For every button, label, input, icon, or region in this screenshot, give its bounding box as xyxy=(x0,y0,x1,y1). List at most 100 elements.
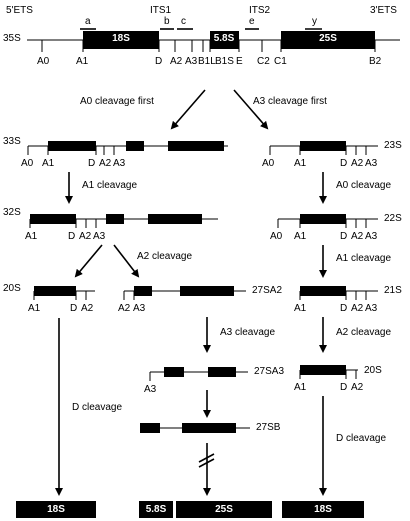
site-a3-label: A3 xyxy=(365,231,378,242)
site-a0-label: A0 xyxy=(270,231,283,242)
step-a2-cleavage-right-label: A2 cleavage xyxy=(336,327,391,338)
precursor-33s: 33S A0 A1 D A2 A3 xyxy=(3,136,228,169)
site-a2-label: A2 xyxy=(99,158,112,169)
step-a0-first-label: A0 cleavage first xyxy=(80,96,154,107)
site-a3-label: A3 xyxy=(365,158,378,169)
precursor-22s-label: 22S xyxy=(384,213,402,224)
arrow-35s-to-23s xyxy=(233,89,269,130)
rrna-25s-label: 25S xyxy=(319,33,337,44)
site-a3-label: A3 xyxy=(185,56,198,67)
arrow-35s-to-33s xyxy=(170,89,206,130)
site-d-label: D xyxy=(70,303,77,314)
precursor-20s-right-label: 20S xyxy=(364,365,382,376)
multistep-break-mark xyxy=(198,453,215,463)
precursor-27sb-label: 27SB xyxy=(256,422,281,433)
site-a2-label: A2 xyxy=(118,303,131,314)
site-e-label: E xyxy=(236,56,243,67)
product-18s-right-box xyxy=(282,501,364,518)
precursor-27sa2: 27SA2 A2 A3 xyxy=(118,285,282,314)
site-a3-label: A3 xyxy=(113,158,126,169)
site-c1-label: C1 xyxy=(274,56,287,67)
site-c2-label: C2 xyxy=(257,56,270,67)
site-a2-label: A2 xyxy=(351,303,364,314)
precursor-35s-label: 35S xyxy=(3,33,21,44)
region-5ets-label: 5'ETS xyxy=(6,5,33,16)
site-d-label: D xyxy=(340,382,347,393)
site-a1-label: A1 xyxy=(294,303,307,314)
precursor-27sa3-label: 27SA3 xyxy=(254,366,284,377)
site-a1-label: A1 xyxy=(42,158,55,169)
site-a2-label: A2 xyxy=(351,158,364,169)
site-b2-label: B2 xyxy=(369,56,382,67)
probe-c-label: c xyxy=(181,16,186,27)
product-18s-left-label: 18S xyxy=(47,504,65,515)
precursor-21s-label: 21S xyxy=(384,285,402,296)
site-a0-label: A0 xyxy=(37,56,50,67)
precursor-23s-label: 23S xyxy=(384,140,402,151)
site-d-label: D xyxy=(340,231,347,242)
site-a3-label: A3 xyxy=(93,231,106,242)
site-a2-label: A2 xyxy=(170,56,183,67)
site-a0-label: A0 xyxy=(262,158,275,169)
region-3ets-label: 3'ETS xyxy=(370,5,397,16)
probe-y-label: y xyxy=(312,16,317,27)
precursor-32s-label: 32S xyxy=(3,207,21,218)
precursor-20s-left: 20S A1 D A2 xyxy=(3,283,95,314)
region-its2-label: ITS2 xyxy=(249,5,271,16)
site-a1-label: A1 xyxy=(294,158,307,169)
precursor-20s-left-label: 20S xyxy=(3,283,21,294)
multistep-break-mark xyxy=(198,458,215,468)
site-a1-label: A1 xyxy=(25,231,38,242)
step-a2-cleavage-left-label: A2 cleavage xyxy=(137,251,192,262)
precursor-32s: 32S A1 D A2 A3 xyxy=(3,207,218,242)
probe-a-label: a xyxy=(85,16,91,27)
rrna-18s-label: 18S xyxy=(112,33,130,44)
rrna-58s-label: 5.8S xyxy=(214,33,235,44)
step-a1-cleavage-right-label: A1 cleavage xyxy=(336,253,391,264)
site-a0-label: A0 xyxy=(21,158,34,169)
precursor-20s-right: 20S A1 D A2 xyxy=(294,365,382,393)
site-b1s-label: B1S xyxy=(215,56,234,67)
site-a1-label: A1 xyxy=(294,382,307,393)
arrow-32s-to-20s xyxy=(74,244,103,278)
product-18s-right-label: 18S xyxy=(314,504,332,515)
precursor-27sa2-label: 27SA2 xyxy=(252,285,282,296)
precursor-21s: 21S A1 D A2 A3 xyxy=(294,285,402,314)
precursor-23s: 23S A0 A1 D A2 A3 xyxy=(262,140,402,169)
product-58s-box xyxy=(139,501,173,518)
precursor-27sb: 27SB xyxy=(140,422,281,433)
arrow-32s-to-27sa2 xyxy=(113,244,140,278)
site-a1-label: A1 xyxy=(76,56,89,67)
site-a1-label: A1 xyxy=(28,303,41,314)
step-a0-cleavage-right-label: A0 cleavage xyxy=(336,180,391,191)
product-18s-left-box xyxy=(16,501,96,518)
product-25s-label: 25S xyxy=(215,504,233,515)
site-b1l-label: B1L xyxy=(198,56,216,67)
site-a2-label: A2 xyxy=(81,303,94,314)
step-d-cleavage-left-label: D cleavage xyxy=(72,402,122,413)
probe-e-label: e xyxy=(249,16,255,27)
precursor-22s: 22S A0 A1 D A2 A3 xyxy=(270,213,402,242)
product-58s-label: 5.8S xyxy=(146,504,167,515)
site-a2-label: A2 xyxy=(351,231,364,242)
step-d-cleavage-right-label: D cleavage xyxy=(336,433,386,444)
site-d-label: D xyxy=(340,158,347,169)
step-a3-first-label: A3 cleavage first xyxy=(253,96,327,107)
site-d-label: D xyxy=(340,303,347,314)
site-d-label: D xyxy=(68,231,75,242)
site-a3-label: A3 xyxy=(133,303,146,314)
site-a3-label: A3 xyxy=(365,303,378,314)
site-a2-label: A2 xyxy=(79,231,92,242)
final-products: 18S 5.8S 25S 18S xyxy=(16,501,364,518)
rrna-58s-box xyxy=(210,31,239,49)
precursor-35s: 5'ETS ITS1 ITS2 3'ETS a b c e y 35S 18S … xyxy=(3,5,400,67)
site-a3-label: A3 xyxy=(144,384,157,395)
region-its1-label: ITS1 xyxy=(150,5,172,16)
rrna-25s-box xyxy=(281,31,375,49)
probe-b-label: b xyxy=(164,16,170,27)
precursor-27sa3: 27SA3 A3 xyxy=(144,366,284,395)
product-25s-box xyxy=(176,501,272,518)
site-d-label: D xyxy=(88,158,95,169)
step-a1-cleavage-left-label: A1 cleavage xyxy=(82,180,137,191)
